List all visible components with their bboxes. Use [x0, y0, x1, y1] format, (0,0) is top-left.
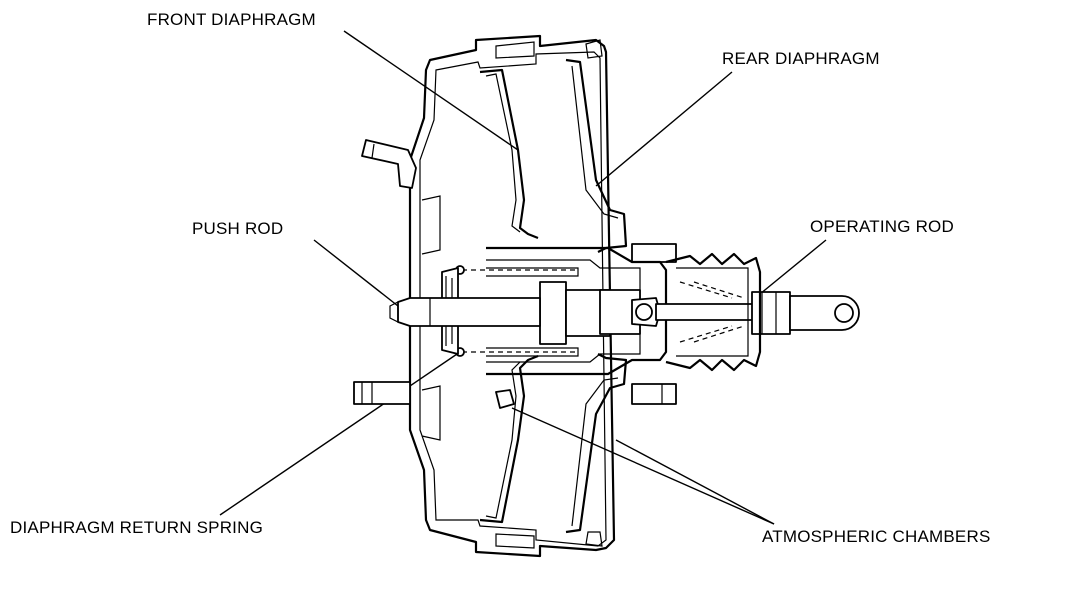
label-rear-diaphragm: REAR DIAPHRAGM: [722, 49, 880, 68]
leader-rear-diaphragm: [595, 71, 733, 187]
dust-boot: [665, 252, 762, 372]
front-diaphragm: [479, 68, 539, 524]
mounting-studs: [353, 243, 677, 405]
vacuum-inlet-nipple: [361, 139, 417, 189]
leader-front-diaphragm: [343, 30, 519, 151]
leader-atmospheric-rear: [615, 439, 775, 525]
leader-lines: [219, 30, 827, 525]
label-front-diaphragm: FRONT DIAPHRAGM: [147, 10, 316, 29]
label-operating-rod: OPERATING ROD: [810, 217, 954, 236]
label-diaphragm-return-spring: DIAPHRAGM RETURN SPRING: [10, 518, 263, 537]
booster-housing: [408, 34, 616, 558]
operating-rod: [655, 291, 860, 335]
push-rod: [389, 297, 541, 327]
leader-operating-rod: [759, 239, 827, 295]
label-atmospheric-chambers: ATMOSPHERIC CHAMBERS: [762, 527, 991, 546]
leader-atmospheric-front: [511, 407, 775, 525]
leader-push-rod: [313, 239, 399, 307]
label-push-rod: PUSH ROD: [192, 219, 283, 238]
